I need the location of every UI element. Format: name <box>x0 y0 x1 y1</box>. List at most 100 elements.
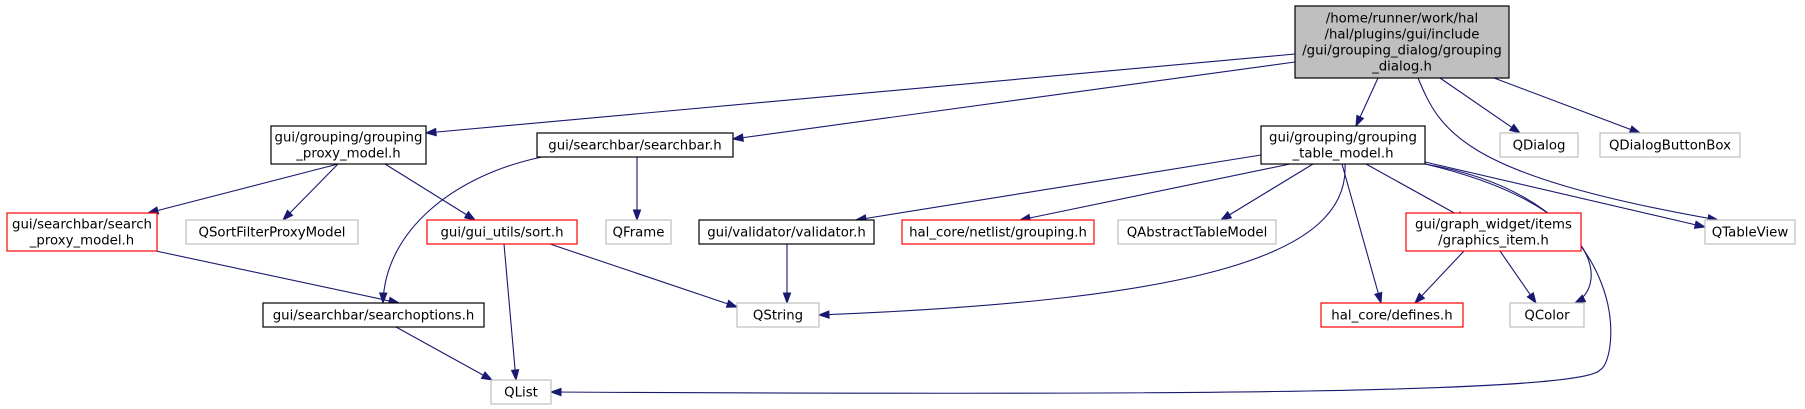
edge-sort-to-qlist <box>503 243 520 382</box>
node-label: _dialog.h <box>1371 60 1432 75</box>
edge-arrowhead <box>424 127 437 137</box>
node-sort[interactable]: gui/gui_utils/sort.h <box>426 219 578 245</box>
node-defines[interactable]: hal_core/defines.h <box>1320 302 1464 328</box>
node-qstring: QString <box>736 302 820 328</box>
node-label: QSortFilterProxyModel <box>199 226 346 241</box>
node-label: QFrame <box>613 226 665 241</box>
edge-line <box>1341 163 1382 304</box>
node-search-proxy[interactable]: gui/searchbar/search_proxy_model.h <box>6 212 158 252</box>
node-label: _proxy_model.h <box>295 147 400 162</box>
node-box <box>270 125 427 165</box>
edge-table_model-to-graphics_item <box>1365 163 1469 221</box>
edge-arrowhead <box>1374 291 1383 305</box>
node-label: gui/grouping/grouping <box>275 131 423 146</box>
node-qdialogbuttonbox: QDialogButtonBox <box>1599 132 1741 158</box>
edge-sort-to-qstring <box>549 243 739 308</box>
node-searchoptions[interactable]: gui/searchbar/searchoptions.h <box>262 302 485 328</box>
node-qdialog: QDialog <box>1499 132 1579 158</box>
edge-arrowhead <box>378 292 388 305</box>
node-grouping-h[interactable]: hal_core/netlist/grouping.h <box>901 219 1095 245</box>
edge-graphics_item-to-defines <box>1413 250 1465 305</box>
node-label: _table_model.h <box>1291 147 1393 162</box>
node-label: /gui/grouping_dialog/grouping <box>1302 44 1502 59</box>
node-graphics-item[interactable]: gui/graph_widget/items/graphics_item.h <box>1405 212 1582 252</box>
edge-line <box>425 53 1296 134</box>
node-table-model[interactable]: gui/grouping/grouping_table_model.h <box>1260 125 1426 165</box>
edge-arrowhead <box>463 210 477 221</box>
node-validator[interactable]: gui/validator/validator.h <box>698 219 875 245</box>
edge-table_model-to-qtableview <box>1424 161 1707 229</box>
edge-searchbar-to-searchoptions <box>378 156 543 305</box>
node-label: QColor <box>1524 309 1570 324</box>
node-qlist: QList <box>490 379 552 405</box>
node-label: gui/searchbar/searchoptions.h <box>273 309 475 324</box>
node-label: gui/searchbar/search <box>12 218 152 233</box>
edge-arrowhead <box>1628 125 1642 134</box>
node-box <box>1405 212 1582 252</box>
edge-line <box>503 243 517 381</box>
edge-arrowhead <box>1573 294 1587 304</box>
edge-line <box>1220 163 1314 221</box>
edges-layer <box>146 53 1720 397</box>
edge-arrowhead <box>1693 220 1707 229</box>
edge-arrowhead <box>731 133 744 142</box>
node-searchbar[interactable]: gui/searchbar/searchbar.h <box>536 132 734 158</box>
node-label: gui/grouping/grouping <box>1269 131 1417 146</box>
edge-line <box>147 163 339 214</box>
edge-search_proxy-to-searchoptions <box>155 250 401 306</box>
edge-arrowhead <box>782 292 792 305</box>
edge-line <box>155 250 400 304</box>
node-box <box>490 379 552 405</box>
edge-line <box>1499 250 1537 304</box>
edge-line <box>1493 77 1641 134</box>
node-box <box>1117 219 1277 245</box>
edge-arrowhead <box>725 299 739 308</box>
edge-root-to-searchbar <box>731 61 1296 142</box>
node-qcolor: QColor <box>1509 302 1585 328</box>
edge-root-to-proxy_model <box>424 53 1296 137</box>
edge-arrowhead <box>1355 114 1365 128</box>
edge-proxy_model-to-qsortfilter <box>281 163 339 222</box>
edge-arrowhead <box>510 369 520 382</box>
node-box <box>426 219 578 245</box>
edge-line <box>550 163 1612 394</box>
edge-searchoptions-to-qlist <box>395 326 494 381</box>
node-qsortfilter: QSortFilterProxyModel <box>185 219 359 245</box>
edge-arrowhead <box>1219 210 1233 221</box>
node-label: hal_core/defines.h <box>1331 309 1452 324</box>
node-label: QDialogButtonBox <box>1609 139 1731 154</box>
node-box <box>901 219 1095 245</box>
node-label: QDialog <box>1513 139 1566 154</box>
edge-table_model-to-defines <box>1341 163 1383 305</box>
edge-line <box>1019 163 1291 221</box>
edge-arrowhead <box>1508 123 1522 134</box>
node-label: QList <box>504 386 538 401</box>
edge-validator-to-qstring <box>782 244 792 305</box>
node-proxy-model[interactable]: gui/grouping/grouping_proxy_model.h <box>270 125 427 165</box>
edge-arrowhead <box>480 371 494 381</box>
node-label: /home/runner/work/hal <box>1326 12 1478 27</box>
edge-line <box>395 326 493 381</box>
node-box <box>1499 132 1579 158</box>
node-box <box>1260 125 1426 165</box>
node-label: gui/gui_utils/sort.h <box>440 226 563 241</box>
edge-table_model-to-qstring <box>817 163 1346 319</box>
node-root[interactable]: /home/runner/work/hal/hal/plugins/gui/in… <box>1294 5 1510 79</box>
node-label: QString <box>753 309 803 324</box>
node-box <box>1704 219 1796 245</box>
edge-root-to-qdialog <box>1439 77 1522 134</box>
node-box <box>536 132 734 158</box>
edge-line <box>1417 77 1719 221</box>
edge-root-to-table_model <box>1355 77 1379 128</box>
nodes-layer: /home/runner/work/hal/hal/plugins/gui/in… <box>6 5 1796 405</box>
edge-line <box>282 163 339 221</box>
node-qabstracttable: QAbstractTableModel <box>1117 219 1277 245</box>
node-box <box>1320 302 1464 328</box>
node-qframe: QFrame <box>605 219 672 245</box>
node-label: _proxy_model.h <box>29 234 134 249</box>
edge-line <box>732 61 1296 140</box>
node-box <box>6 212 158 252</box>
node-box <box>605 219 672 245</box>
node-box <box>1599 132 1741 158</box>
